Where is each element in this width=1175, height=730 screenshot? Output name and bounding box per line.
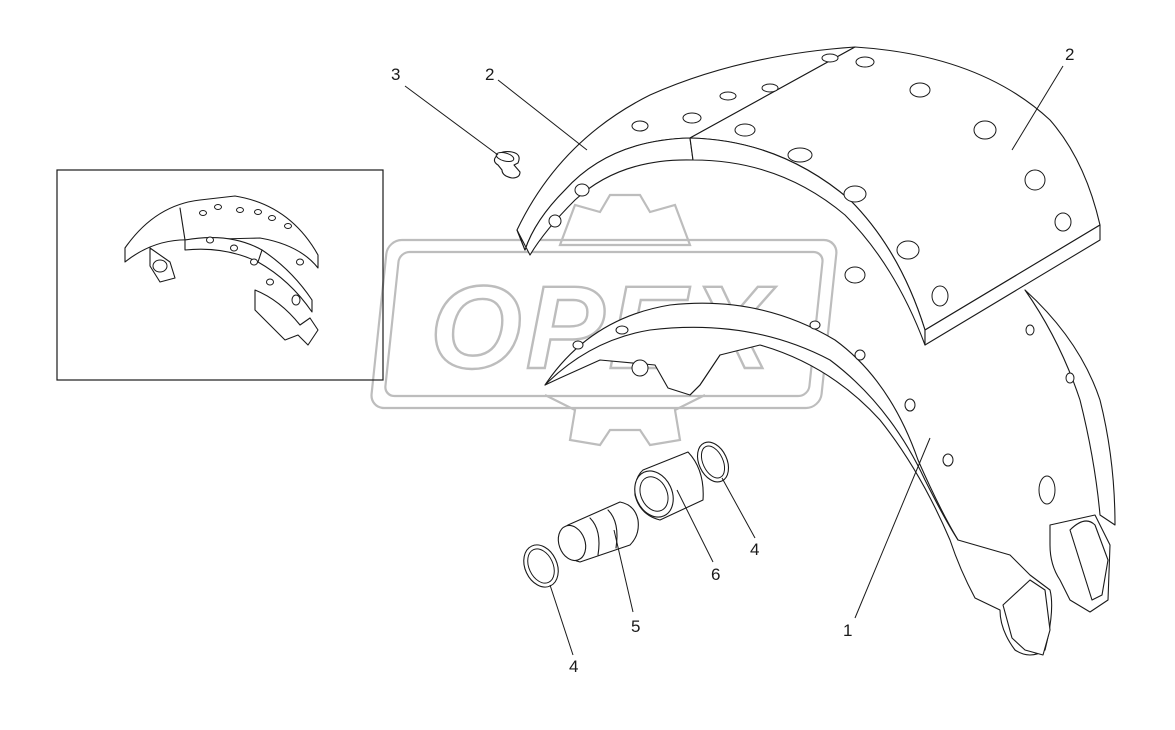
brake-lining	[516, 46, 1101, 346]
rivet	[493, 151, 521, 179]
brake-shoe	[544, 266, 1116, 656]
pin	[557, 501, 639, 563]
callouts: 3 2 2 4 6 5 4 1	[391, 45, 1074, 676]
assembly-thumbnail	[56, 169, 384, 381]
retaining-ring-lower	[523, 544, 559, 588]
callout-2-left: 2	[485, 65, 494, 84]
bushing	[634, 451, 704, 521]
callout-4-lower: 4	[569, 657, 578, 676]
leader-lines	[404, 65, 1064, 656]
callout-1: 1	[843, 621, 852, 640]
callout-4-upper: 4	[750, 540, 759, 559]
callout-2-right: 2	[1065, 45, 1074, 64]
retaining-ring-upper	[696, 441, 730, 483]
callout-6: 6	[711, 565, 720, 584]
callout-3: 3	[391, 65, 400, 84]
callout-5: 5	[631, 617, 640, 636]
